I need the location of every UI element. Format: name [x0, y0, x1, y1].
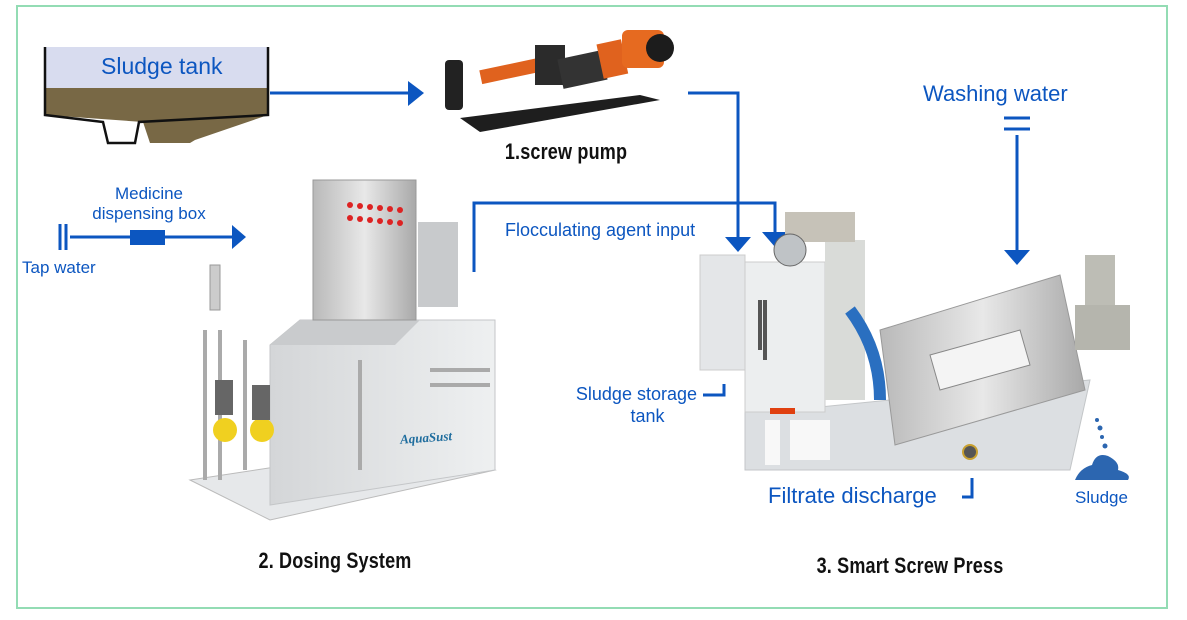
arrow-head-washing — [1004, 250, 1030, 265]
screw-press-title: 3. Smart Screw Press — [816, 553, 1004, 578]
sludge-tank — [43, 47, 270, 145]
sludge-discharge-icon — [1075, 418, 1129, 480]
medicine-box-label-line2: dispensing box — [92, 204, 206, 223]
medicine-box-label-line1: Medicine — [114, 184, 184, 203]
arrow-head-press-right — [762, 232, 788, 247]
filtrate-discharge-label: Filtrate discharge — [768, 483, 937, 508]
sludge-storage-label-line1: Sludge storage — [575, 384, 697, 404]
storage-bracket — [703, 384, 726, 397]
sludge-label: Sludge — [1075, 488, 1128, 507]
dosing-system-title: 2. Dosing System — [258, 548, 412, 573]
screw-pump-image — [445, 30, 674, 132]
arrow-heads — [130, 81, 1030, 265]
arrow-head-tap — [232, 225, 246, 249]
pump-to-press-line — [688, 91, 740, 238]
tap-water-label: Tap water — [22, 258, 96, 277]
screw-press-image — [699, 212, 1130, 471]
screw-pump-title: 1.screw pump — [504, 139, 628, 164]
washing-water-label: Washing water — [923, 81, 1068, 106]
washing-valve — [1004, 116, 1030, 131]
medicine-box-icon — [130, 230, 165, 245]
sludge-tank-label: Sludge tank — [101, 53, 223, 79]
flocculant-line — [472, 201, 777, 272]
diagram-frame — [16, 5, 1168, 609]
arrow-head-pump — [408, 81, 424, 106]
arrow-head-press-left — [725, 237, 751, 252]
filtrate-bracket — [962, 478, 974, 499]
dosing-system-image — [188, 179, 497, 521]
sludge-storage-label-line2: tank — [630, 406, 665, 426]
tap-valve-left — [58, 224, 68, 250]
flocculating-agent-label: Flocculating agent input — [505, 220, 696, 240]
